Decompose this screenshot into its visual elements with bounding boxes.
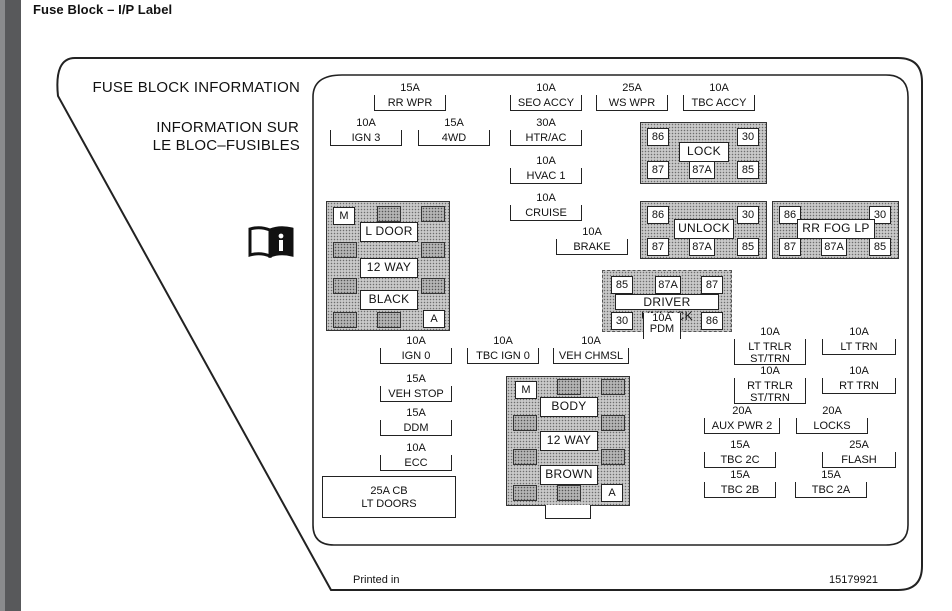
relay-name: LOCK <box>679 142 729 162</box>
connector-slot <box>333 278 357 294</box>
relay-pin: 87 <box>779 238 801 256</box>
connector-slot <box>377 312 401 328</box>
relay-pin: 87 <box>647 238 669 256</box>
connector-slot <box>513 449 537 465</box>
connector-label: BLACK <box>360 290 418 310</box>
connector-corner-m: M <box>515 381 537 399</box>
connector-slot <box>557 379 581 395</box>
relay-pin: 85 <box>737 238 759 256</box>
connector-slot <box>513 485 537 501</box>
connector-label: BROWN <box>540 465 598 485</box>
pdm-name: PDM <box>649 323 675 335</box>
page-title: Fuse Block – I/P Label <box>33 2 173 17</box>
heading-english: FUSE BLOCK INFORMATION <box>92 79 300 96</box>
connector-corner-a: A <box>601 484 623 502</box>
window-edge-bar <box>0 0 21 611</box>
connector-slot <box>377 206 401 222</box>
heading-french-line1: INFORMATION SUR <box>156 119 299 136</box>
connector-black: M L DOOR 12 WAY BLACK A <box>326 201 450 331</box>
relay-name: DRIVER UNLOCK <box>615 294 719 323</box>
connector-slot <box>601 449 625 465</box>
relay-rr-fog-lp: 86 30 RR FOG LP 87 87A 85 <box>772 201 899 259</box>
window-edge-highlight <box>0 0 5 611</box>
connector-slot <box>333 312 357 328</box>
relay-name: UNLOCK <box>674 219 734 239</box>
relay-pin: 30 <box>737 206 759 224</box>
relay-pin: 87A <box>821 238 847 256</box>
connector-label: 12 WAY <box>540 431 598 451</box>
connector-label: BODY <box>540 397 598 417</box>
connector-slot <box>421 278 445 294</box>
fuse-pdm: 10A PDM <box>643 313 681 339</box>
relay-lock: 86 30 LOCK 87 87A 85 <box>640 122 767 184</box>
relay-pin: 86 <box>779 206 801 224</box>
relay-pin: 86 <box>647 128 669 146</box>
relay-pin: 85 <box>737 161 759 179</box>
connector-slot <box>421 242 445 258</box>
relay-pin: 30 <box>737 128 759 146</box>
relay-pin: 86 <box>647 206 669 224</box>
relay-pin: 85 <box>611 276 633 294</box>
connector-slot <box>333 242 357 258</box>
connector-brown-tab <box>545 505 591 519</box>
circuit-breaker-rating: 25A CB <box>370 485 408 497</box>
relay-name: RR FOG LP <box>797 219 875 239</box>
relay-pin: 86 <box>701 312 723 330</box>
relay-pin: 87A <box>655 276 681 294</box>
relay-pin: 87A <box>689 238 715 256</box>
circuit-breaker-name: LT DOORS <box>361 498 417 510</box>
connector-slot <box>513 415 537 431</box>
connector-brown: M BODY 12 WAY BROWN A <box>506 376 630 506</box>
connector-corner-m: M <box>333 207 355 225</box>
connector-slot <box>601 379 625 395</box>
pdm-amp: 10A <box>652 312 672 324</box>
circuit-breaker-lt-doors: 25A CB LT DOORS <box>322 476 456 518</box>
connector-corner-a: A <box>423 310 445 328</box>
manual-info-icon <box>248 226 294 258</box>
footer-part-number: 15179921 <box>829 574 878 586</box>
connector-label: L DOOR <box>360 222 418 242</box>
footer-printed-in: Printed in <box>353 574 400 586</box>
connector-slot <box>557 485 581 501</box>
connector-slot <box>601 415 625 431</box>
connector-slot <box>421 206 445 222</box>
relay-pin: 85 <box>869 238 891 256</box>
relay-pin: 87A <box>689 161 715 179</box>
relay-pin: 30 <box>611 312 633 330</box>
heading-french-line2: LE BLOC–FUSIBLES <box>152 137 300 154</box>
relay-pin: 87 <box>647 161 669 179</box>
relay-unlock: 86 30 UNLOCK 87 87A 85 <box>640 201 767 259</box>
connector-label: 12 WAY <box>360 258 418 278</box>
relay-pin: 87 <box>701 276 723 294</box>
